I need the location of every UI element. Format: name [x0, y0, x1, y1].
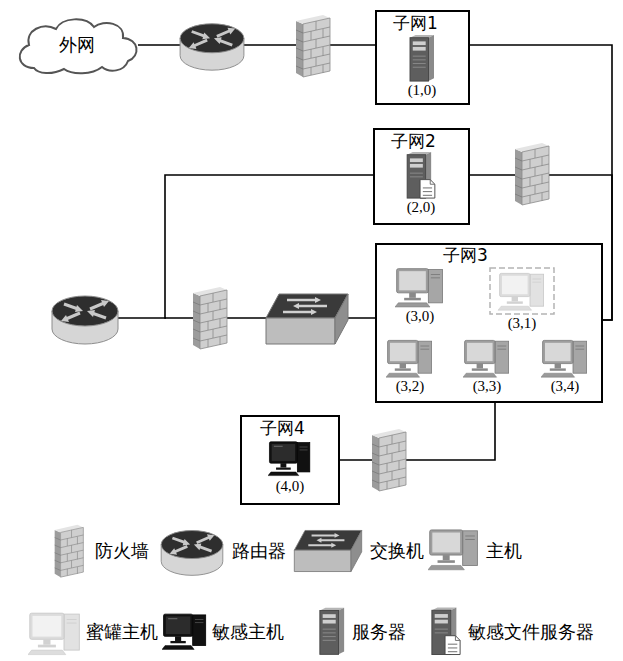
host-icon [407, 152, 435, 198]
cloud-shape: 外网 [12, 14, 142, 76]
host-node: (3,2) [386, 338, 434, 395]
host-icon [463, 340, 509, 377]
host-icon [489, 267, 555, 315]
legend-text: 敏感文件服务器 [468, 622, 594, 642]
router-icon [52, 296, 118, 344]
host-icon [386, 340, 432, 377]
cloud-outline [20, 19, 137, 73]
subnet-label: 子网4 [260, 419, 305, 438]
host-node: (4,0) [268, 438, 312, 495]
subnet-label: 子网2 [391, 132, 436, 151]
host-label: (4,0) [276, 478, 305, 495]
legend-icon [55, 525, 84, 577]
firewall-icon [296, 15, 330, 77]
network-link [138, 44, 375, 46]
router-icon [180, 24, 244, 70]
legend-icon [428, 530, 477, 570]
legend-icon [320, 608, 344, 655]
subnet-box: (4,0) 子网4 [240, 415, 340, 505]
host-label: (3,3) [473, 378, 502, 395]
legend-icon [28, 613, 79, 654]
host-node: (3,3) [463, 338, 511, 395]
legend-item: 主机 [486, 541, 522, 561]
host-icon [463, 338, 511, 378]
legend-text: 防火墙 [95, 541, 149, 561]
subnet-box: (1,0) 子网1 [375, 10, 470, 105]
legend-item: 交换机 [370, 541, 424, 561]
host-node: (2,0) [405, 151, 438, 216]
host-node: (1,0) [406, 34, 439, 99]
firewall-icon [372, 429, 406, 491]
legend-icon [162, 614, 206, 649]
legend-text: 敏感主机 [212, 622, 284, 642]
host-node: (3,4) [541, 338, 589, 395]
firewall-icon [193, 287, 227, 349]
host-icon [268, 442, 310, 476]
host-node: (3,0) [395, 266, 445, 325]
network-link [470, 45, 612, 320]
host-label: (1,0) [408, 82, 437, 99]
legend-item: 路由器 [232, 541, 286, 561]
legend-icon [432, 607, 460, 654]
subnet-label: 子网3 [443, 246, 488, 265]
network-link [340, 403, 495, 460]
host-icon [395, 269, 443, 307]
legend-text: 蜜罐主机 [86, 622, 158, 642]
subnet-label: 子网1 [393, 14, 438, 33]
legend-item: 蜜罐主机 [86, 622, 158, 642]
switch-icon [266, 294, 348, 344]
firewall-icon [515, 143, 549, 205]
host-label: (3,2) [396, 378, 425, 395]
legend-item: 防火墙 [95, 541, 149, 561]
cloud-label: 外网 [59, 35, 95, 55]
host-label: (2,0) [407, 199, 436, 216]
legend-item: 敏感文件服务器 [468, 622, 594, 642]
legend-item: 服务器 [352, 622, 406, 642]
subnet-box: (3,0) (3,1) (3,2) (3,3) (3,4) 子网3 [375, 243, 603, 403]
host-label: (3,1) [508, 315, 537, 332]
legend-text: 交换机 [370, 541, 424, 561]
legend-icon [161, 531, 223, 576]
honeypot-frame [490, 268, 554, 314]
host-icon [408, 34, 436, 82]
host-icon [395, 266, 445, 308]
legend-item: 敏感主机 [212, 622, 284, 642]
host-label: (3,4) [551, 378, 580, 395]
legend-text: 主机 [486, 541, 522, 561]
host-node: (3,1) [489, 267, 555, 332]
host-label: (3,0) [406, 308, 435, 325]
legend-icon [294, 530, 361, 571]
host-icon [410, 35, 434, 81]
host-icon [541, 340, 587, 377]
host-icon [405, 151, 437, 199]
host-icon [386, 338, 434, 378]
host-icon [541, 338, 589, 378]
legend-text: 服务器 [352, 622, 406, 642]
host-icon [268, 438, 312, 478]
host-icon [498, 273, 544, 310]
legend-text: 路由器 [232, 541, 286, 561]
subnet-box: (2,0) 子网2 [373, 128, 470, 225]
